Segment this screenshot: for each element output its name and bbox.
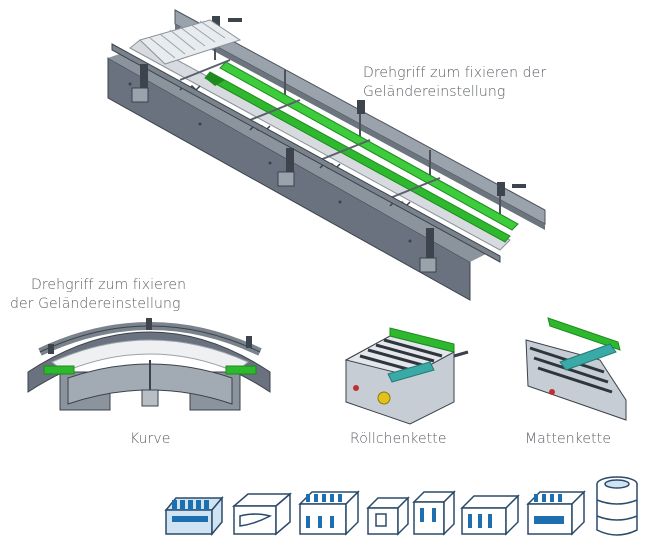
mat-green-rail — [547, 317, 621, 351]
front-guardrail — [111, 43, 501, 263]
green-belt-1 — [204, 71, 511, 243]
carton-box-icon — [231, 492, 293, 536]
small-box-icon — [366, 496, 410, 536]
curve-green-belt-right — [225, 365, 257, 375]
curve-callout-line1: Drehgriff zum fixieren — [31, 277, 187, 293]
barrel-icon — [596, 476, 638, 536]
curve-callout-line2: der Geländereinstellung — [10, 296, 181, 312]
bottle-crate-open-icon — [298, 490, 360, 536]
top-callout-line2: Geländereinstellung — [363, 84, 506, 100]
green-belt-2 — [219, 61, 519, 231]
bottle-crate-full-icon — [164, 495, 224, 537]
mat-red-marker — [549, 389, 555, 395]
knob-handles-front — [140, 64, 434, 268]
roller-red-marker — [353, 385, 359, 391]
cross-rods — [179, 59, 441, 199]
small-crate-icon — [412, 490, 456, 536]
mat-chain-label: Mattenkette — [525, 431, 612, 447]
green-belt-end — [205, 72, 225, 86]
front-brackets — [131, 87, 437, 273]
side-frame-top — [108, 52, 486, 262]
roller-chain-label: Röllchenkette — [350, 431, 447, 447]
mat-teal-strap — [559, 343, 617, 371]
curve-label: Kurve — [130, 431, 171, 447]
tray-icon — [460, 494, 520, 536]
roller-yellow-knob — [377, 391, 391, 405]
curve-green-belt-left — [43, 365, 75, 375]
frame-bolts — [128, 82, 412, 243]
top-callout-line1: Drehgriff zum fixieren der — [363, 65, 547, 81]
roller-green-rail — [389, 327, 455, 353]
roller-teal-strap — [387, 361, 435, 383]
chain-bed — [129, 39, 511, 251]
curve-knobs — [48, 318, 252, 354]
bottle-crate-icon — [526, 490, 586, 536]
knob-handles-back — [212, 16, 526, 196]
chain-slat-lines — [149, 20, 226, 59]
